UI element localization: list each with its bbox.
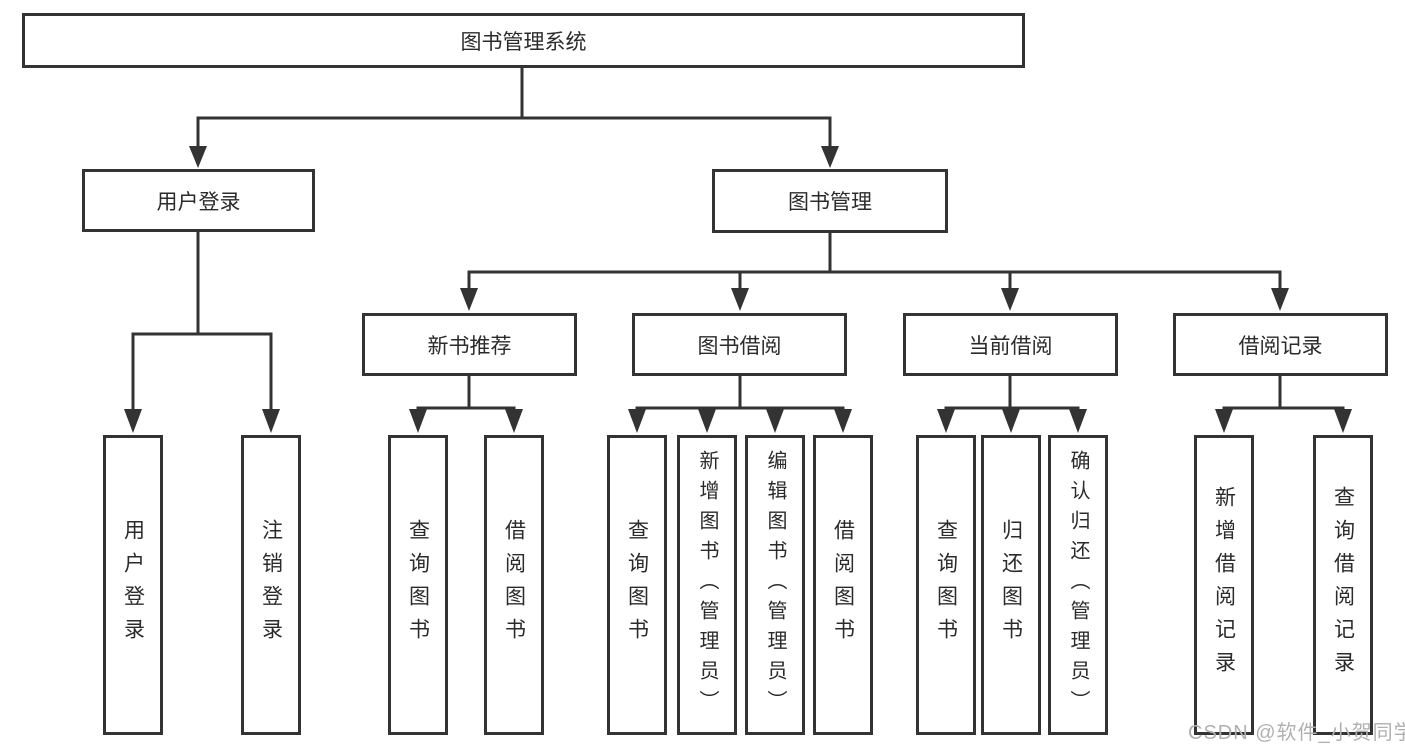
root-label: 图书管理系统 (460, 30, 587, 54)
leaf-add-borrow-record-label: 新增借阅记录 (1212, 486, 1236, 684)
node-new-book-recommendation: 新书推荐 (362, 313, 577, 376)
leaf-user-login: 用户登录 (103, 435, 163, 735)
leaf-borrow-books-2-label: 借阅图书 (831, 519, 855, 651)
leaf-query-borrow-record-label: 查询借阅记录 (1331, 486, 1355, 684)
current-borrowing-label: 当前借阅 (968, 334, 1053, 358)
leaf-edit-book-admin-label: 编辑图书（管理员） (764, 450, 786, 720)
leaf-query-books-2: 查询图书 (607, 435, 667, 735)
borrowing-records-label: 借阅记录 (1238, 334, 1323, 358)
leaf-confirm-return-admin: 确认归还（管理员） (1048, 435, 1108, 735)
leaf-confirm-return-admin-label: 确认归还（管理员） (1067, 450, 1089, 720)
leaf-logout-label: 注销登录 (259, 519, 283, 651)
leaf-query-books: 查询图书 (388, 435, 448, 735)
leaf-edit-book-admin: 编辑图书（管理员） (745, 435, 805, 735)
leaf-query-books-label: 查询图书 (406, 519, 430, 651)
leaf-query-borrow-record: 查询借阅记录 (1313, 435, 1373, 735)
node-current-borrowing: 当前借阅 (903, 313, 1118, 376)
leaf-query-books-3-label: 查询图书 (934, 519, 958, 651)
leaf-add-borrow-record: 新增借阅记录 (1194, 435, 1254, 735)
leaf-borrow-books-2: 借阅图书 (813, 435, 873, 735)
node-library-management-system: 图书管理系统 (22, 13, 1025, 68)
watermark-text: CSDN @软件_小贺同学 (1188, 722, 1405, 744)
user-login-label: 用户登录 (156, 190, 241, 214)
node-user-login: 用户登录 (82, 169, 315, 232)
leaf-return-books-label: 归还图书 (999, 519, 1023, 651)
leaf-user-login-label: 用户登录 (121, 519, 145, 651)
leaf-borrow-books-label: 借阅图书 (502, 519, 526, 651)
leaf-query-books-3: 查询图书 (916, 435, 976, 735)
arrowhead-group (124, 146, 1352, 433)
leaf-borrow-books: 借阅图书 (484, 435, 544, 735)
node-book-borrowing: 图书借阅 (632, 313, 847, 376)
leaf-add-book-admin-label: 新增图书（管理员） (696, 450, 718, 720)
new-book-recommendation-label: 新书推荐 (427, 334, 512, 358)
leaf-return-books: 归还图书 (981, 435, 1041, 735)
book-management-label: 图书管理 (788, 191, 872, 214)
node-book-management: 图书管理 (712, 169, 948, 233)
node-borrowing-records: 借阅记录 (1173, 313, 1388, 376)
leaf-query-books-2-label: 查询图书 (625, 519, 649, 651)
book-borrowing-label: 图书借阅 (697, 334, 782, 358)
leaf-logout: 注销登录 (241, 435, 301, 735)
leaf-add-book-admin: 新增图书（管理员） (677, 435, 737, 735)
